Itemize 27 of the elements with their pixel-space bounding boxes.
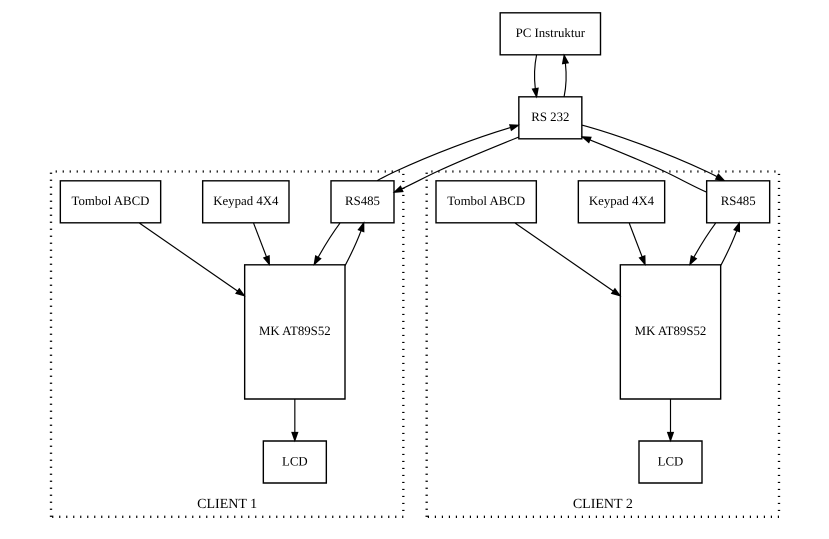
node-box: LCD [638, 440, 702, 484]
arrow [666, 399, 674, 442]
node-box: Keypad 4X4 [201, 180, 290, 224]
node-box: Tombol ABCD [434, 180, 537, 224]
arrow [720, 221, 740, 266]
arrow [561, 53, 569, 97]
arrow [688, 222, 716, 266]
node-box: MK AT89S52 [243, 264, 346, 400]
arrow [580, 136, 706, 193]
node-box: Tombol ABCD [59, 180, 161, 224]
arrow [628, 222, 646, 266]
arrow [344, 221, 364, 266]
arrow [290, 399, 298, 442]
node-box: RS485 [705, 180, 770, 224]
arrow [531, 55, 538, 98]
node-box: LCD [262, 440, 327, 484]
node-box: PC Instruktur [498, 12, 601, 56]
arrow [581, 124, 726, 182]
arrow [392, 136, 518, 193]
arrow [252, 222, 270, 266]
node-box: RS485 [330, 180, 394, 224]
node-box: Keypad 4X4 [577, 180, 665, 224]
node-box: RS 232 [518, 96, 582, 140]
arrow [312, 222, 340, 266]
arrow [514, 222, 621, 297]
arrow [138, 222, 246, 297]
node-box: MK AT89S52 [619, 264, 721, 400]
